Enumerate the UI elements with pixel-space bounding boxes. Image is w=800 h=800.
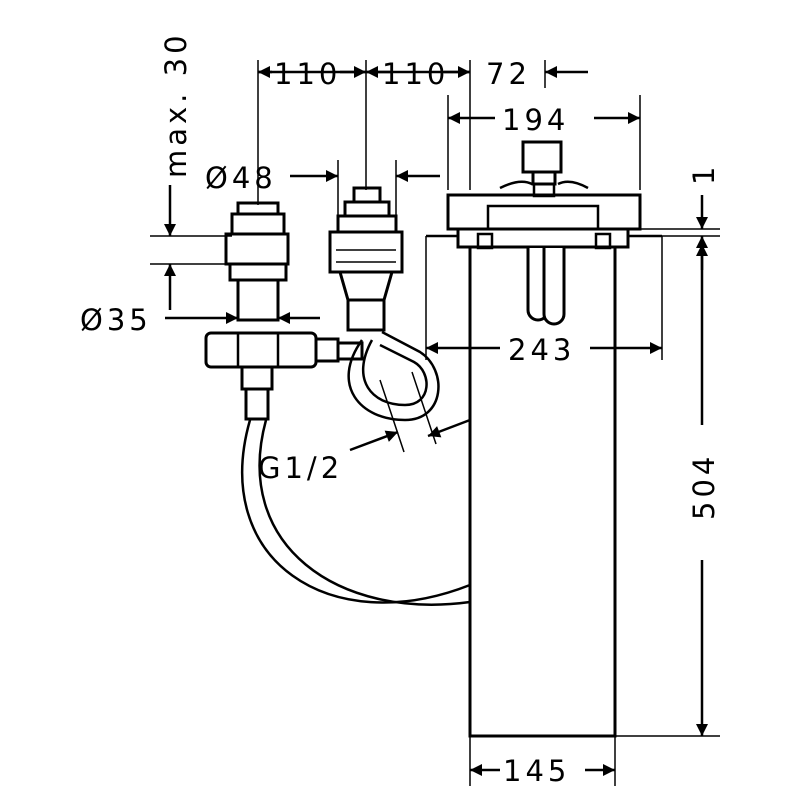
label-504: 504 <box>687 453 721 520</box>
label-110-right: 110 <box>382 57 449 91</box>
dimension-lines <box>150 60 720 786</box>
dimension-labels: max. 30 110 110 72 194 Ø48 1 Ø35 243 G1/… <box>80 31 721 788</box>
right-valve <box>328 186 440 422</box>
label-max-30: max. 30 <box>159 31 193 178</box>
hose <box>240 419 471 606</box>
label-g-1-2: G1/2 <box>258 451 343 485</box>
label-110-left: 110 <box>274 57 341 91</box>
label-194: 194 <box>502 103 569 137</box>
left-valve <box>204 201 364 421</box>
label-1: 1 <box>687 163 721 185</box>
label-145: 145 <box>503 754 570 788</box>
label-243: 243 <box>508 333 575 367</box>
label-diameter-48: Ø48 <box>205 161 277 195</box>
spout-body <box>426 140 662 738</box>
label-72: 72 <box>486 57 531 91</box>
label-diameter-35: Ø35 <box>80 303 152 337</box>
